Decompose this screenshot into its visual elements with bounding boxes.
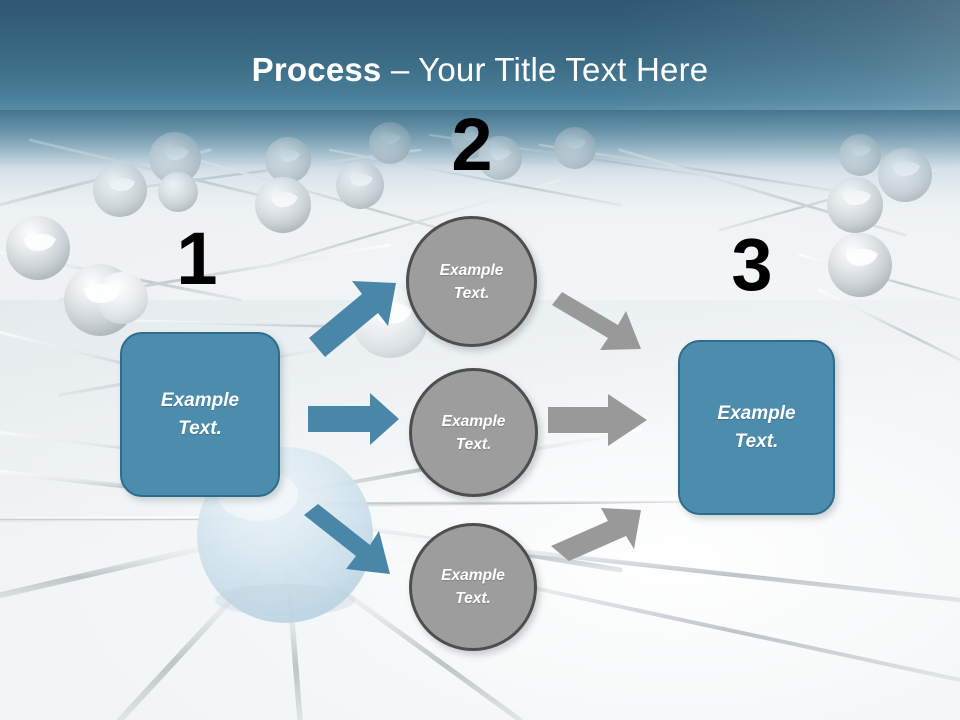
step-number-3: 3 — [731, 223, 773, 306]
slide-title-regular: – Your Title Text Here — [381, 51, 709, 88]
step-circle-3-line2: Text. — [455, 590, 491, 607]
slide-title-bold: Process — [251, 51, 382, 88]
step-circle-2-line2: Text. — [455, 435, 492, 453]
step-number-2: 2 — [451, 103, 493, 186]
step-box-3[interactable]: Example Text. — [678, 340, 835, 515]
step-circle-2-line1: Example — [441, 412, 506, 430]
step-circle-2[interactable]: Example Text. — [409, 368, 538, 497]
step-box-1[interactable]: Example Text. — [120, 332, 280, 497]
step-circle-3[interactable]: Example Text. — [409, 523, 537, 651]
step-number-1: 1 — [176, 217, 218, 300]
step-circle-3-line1: Example — [441, 567, 505, 584]
step-box-1-line2: Text. — [178, 417, 222, 439]
step-box-3-line2: Text. — [734, 430, 779, 452]
step-box-1-line1: Example — [160, 389, 240, 411]
step-circle-1-line2: Text. — [453, 284, 490, 302]
step-circle-1-line1: Example — [439, 261, 504, 279]
slide-title: Process – Your Title Text Here — [0, 50, 960, 90]
step-circle-1[interactable]: Example Text. — [406, 216, 537, 347]
step-box-3-line1: Example — [717, 402, 796, 424]
